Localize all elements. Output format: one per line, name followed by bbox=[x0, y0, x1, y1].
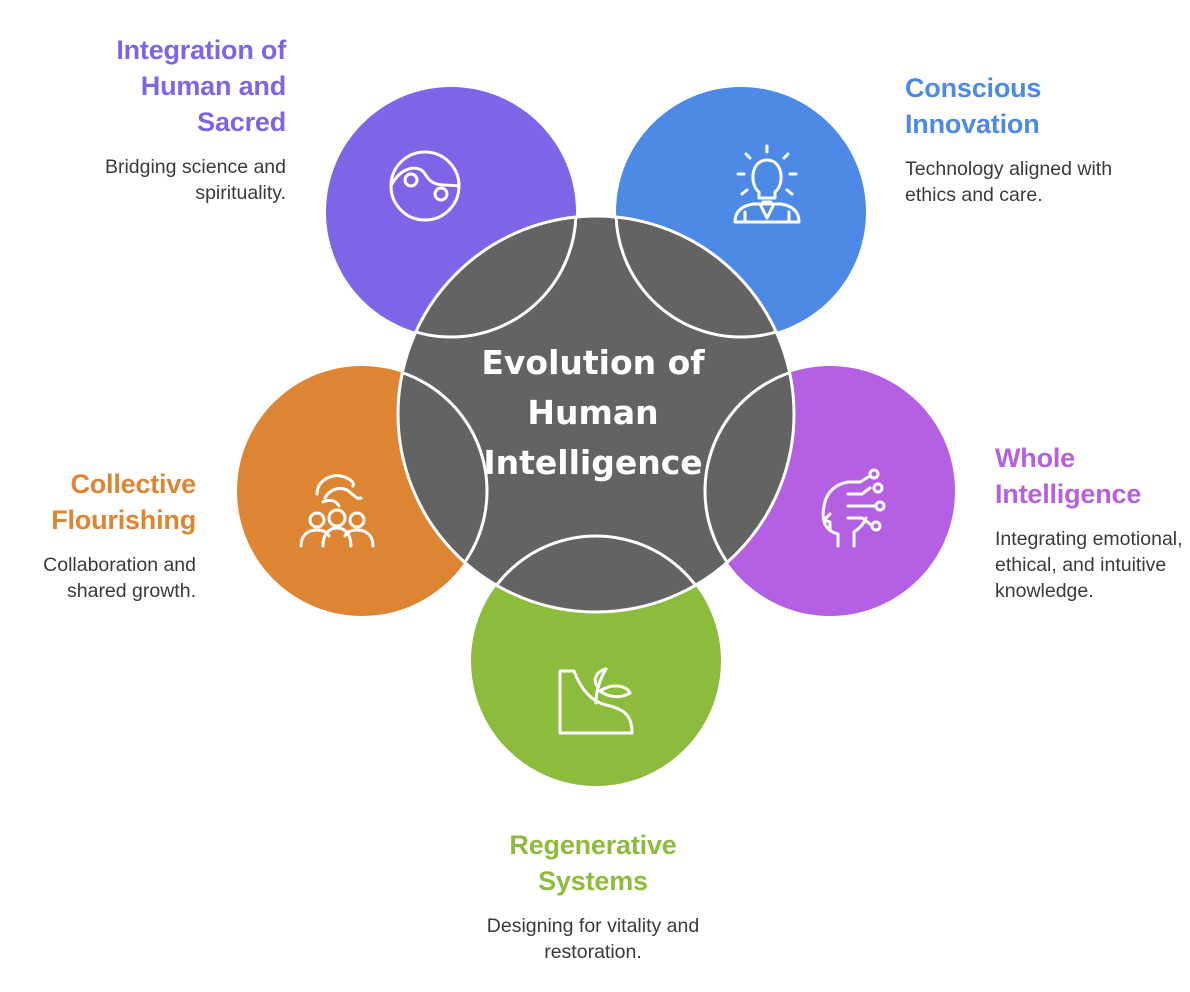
label-sacred: Integration of Human and Sacred Bridging… bbox=[20, 32, 286, 206]
lightbulb-person-icon bbox=[733, 144, 801, 224]
label-collective: Collective Flourishing Collaboration and… bbox=[10, 466, 196, 604]
desc-sacred: Bridging science and spirituality. bbox=[104, 156, 286, 204]
center-circle bbox=[398, 216, 794, 612]
center-title: Evolution of Human Intelligence bbox=[481, 343, 705, 482]
overlap-arcs bbox=[398, 216, 794, 612]
hand-group-icon bbox=[299, 474, 375, 548]
title-whole: Whole Intelligence bbox=[995, 443, 1142, 509]
title-sacred: Integration of Human and Sacred bbox=[116, 35, 286, 137]
desc-whole: Integrating emotional, ethical, and intu… bbox=[995, 528, 1183, 602]
desc-innovation: Technology aligned with ethics and care. bbox=[905, 158, 1113, 206]
label-whole: Whole Intelligence Integrating emotional… bbox=[995, 440, 1185, 604]
desc-regenerative: Designing for vitality and restoration. bbox=[486, 915, 700, 963]
desc-collective: Collaboration and shared growth. bbox=[43, 554, 196, 602]
yin-yang-icon bbox=[389, 150, 461, 222]
label-innovation: Conscious Innovation Technology aligned … bbox=[905, 70, 1145, 208]
sprout-icon bbox=[558, 667, 634, 735]
title-innovation: Conscious Innovation bbox=[905, 73, 1042, 139]
title-collective: Collective Flourishing bbox=[51, 469, 196, 535]
label-regenerative: Regenerative Systems Designing for vital… bbox=[470, 827, 716, 965]
center-outline bbox=[396, 214, 796, 614]
title-regenerative: Regenerative Systems bbox=[509, 830, 677, 896]
head-circuit-icon bbox=[821, 468, 886, 548]
